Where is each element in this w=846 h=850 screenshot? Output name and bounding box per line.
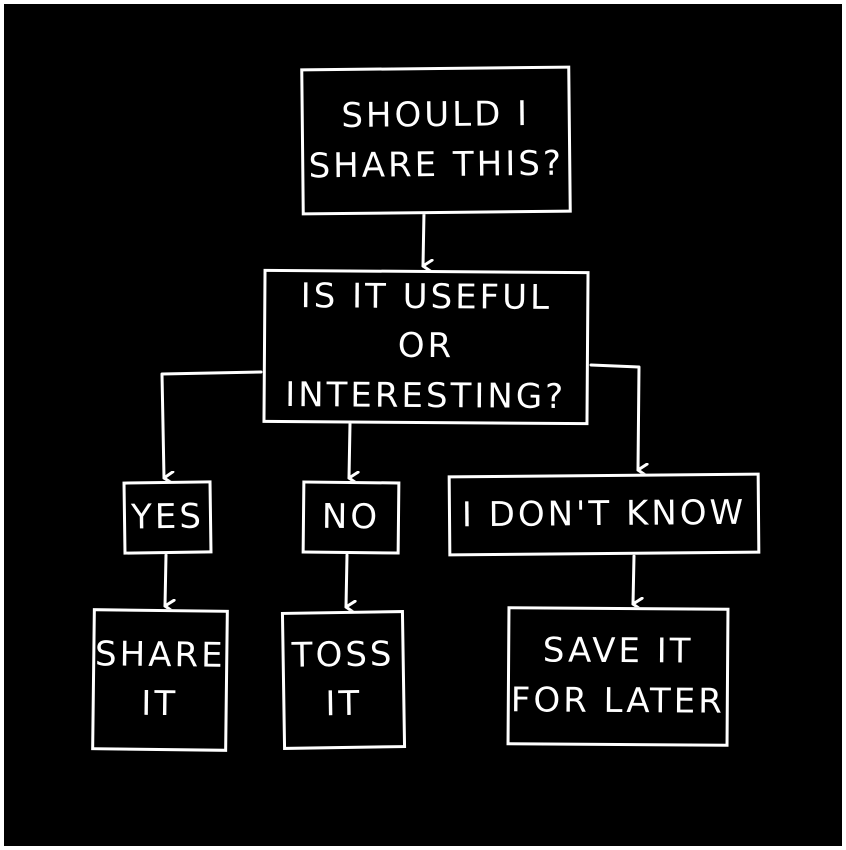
node-answer-no: NO	[301, 480, 401, 555]
node-outcome-save-for-later: SAVE IT FOR LATER	[506, 606, 730, 747]
flowchart-canvas: SHOULD I SHARE THIS? IS IT USEFUL OR INT…	[4, 4, 842, 846]
arrow-root-to-question	[421, 210, 424, 266]
node-should-i-share: SHOULD I SHARE THIS?	[300, 65, 572, 216]
node-useful-or-interesting: IS IT USEFUL OR INTERESTING?	[262, 268, 590, 426]
arrow-yes-to-share	[163, 553, 166, 606]
node-outcome-toss-it: TOSS IT	[280, 610, 407, 750]
arrow-question-to-no	[347, 422, 350, 478]
node-outcome-share-it: SHARE IT	[91, 608, 229, 752]
connector-layer	[160, 210, 842, 846]
arrow-no-to-toss	[344, 553, 347, 607]
arrow-question-to-yes	[160, 370, 263, 478]
arrow-question-to-idk	[589, 363, 639, 470]
node-answer-dont-know: I DON'T KNOW	[447, 472, 761, 557]
node-answer-yes: YES	[122, 480, 213, 555]
arrow-idk-to-save	[631, 554, 634, 604]
